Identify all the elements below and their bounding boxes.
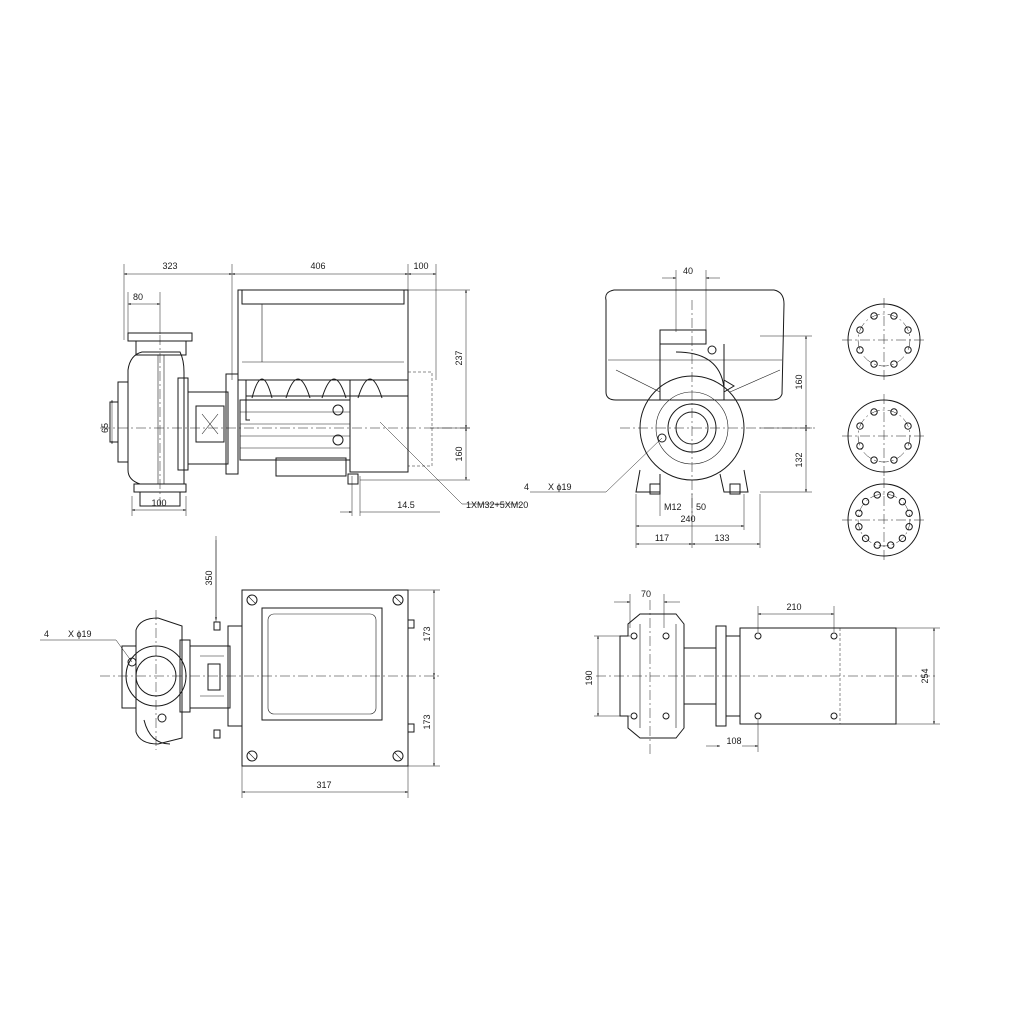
bolt-hole xyxy=(890,312,898,320)
bolt-hole xyxy=(905,509,913,517)
bolt-hole xyxy=(856,326,864,334)
bolt-hole xyxy=(870,456,878,464)
bolt-hole xyxy=(887,541,895,549)
dim-70: 70 xyxy=(641,589,651,599)
dim-133: 133 xyxy=(714,533,729,543)
flange-2-holes xyxy=(856,408,912,464)
hole-count-top: 4 xyxy=(44,629,49,639)
dim-240: 240 xyxy=(680,514,695,524)
dim-40: 40 xyxy=(683,266,693,276)
dim-m12: M12 xyxy=(664,502,682,512)
bolt-hole xyxy=(890,456,898,464)
bolt-hole xyxy=(890,360,898,368)
flange-1-holes xyxy=(856,312,912,368)
dim-50: 50 xyxy=(696,502,706,512)
base-plan-view: 70 210 190 254 108 xyxy=(584,589,940,756)
bolt-hole xyxy=(905,523,913,531)
flange-3-holes xyxy=(855,491,913,549)
hole-spec-front: X ϕ19 xyxy=(548,482,572,492)
dim-406: 406 xyxy=(310,261,325,271)
label-cable-glands: 1XM32+5XM20 xyxy=(466,500,528,510)
bolt-hole xyxy=(870,312,878,320)
dim-350: 350 xyxy=(204,570,214,585)
bolt-hole xyxy=(887,491,895,499)
dim-317: 317 xyxy=(316,780,331,790)
dim-173-upper: 173 xyxy=(422,626,432,641)
bolt-hole xyxy=(904,346,912,354)
bolt-hole xyxy=(898,497,907,506)
dim-210: 210 xyxy=(786,602,801,612)
dim-323: 323 xyxy=(162,261,177,271)
bolt-hole xyxy=(898,534,907,543)
dim-117: 117 xyxy=(655,533,669,543)
bolt-hole xyxy=(856,442,864,450)
dim-190: 190 xyxy=(584,670,594,685)
bolt-hole xyxy=(855,509,863,517)
side-view: 323 406 100 80 65 100 237 160 14.5 1XM32… xyxy=(100,261,528,516)
flange-patterns xyxy=(842,298,926,562)
hole-count-front: 4 xyxy=(524,482,529,492)
bolt-hole xyxy=(856,422,864,430)
dim-132: 132 xyxy=(794,452,804,467)
dim-80: 80 xyxy=(133,292,143,302)
dim-14-5: 14.5 xyxy=(397,500,415,510)
bolt-hole xyxy=(904,326,912,334)
hole-spec-top: X ϕ19 xyxy=(68,629,92,639)
top-view: 350 4 X ϕ19 173 173 317 xyxy=(40,536,440,798)
front-view: 40 160 132 4 X ϕ19 M12 50 240 117 133 xyxy=(524,266,816,548)
dim-108: 108 xyxy=(726,736,741,746)
bolt-hole xyxy=(904,442,912,450)
dim-160-side: 160 xyxy=(454,446,464,461)
dim-100-base: 100 xyxy=(151,498,166,508)
bolt-hole xyxy=(870,360,878,368)
dim-100-top: 100 xyxy=(413,261,428,271)
dim-65: 65 xyxy=(100,423,110,433)
bolt-hole xyxy=(870,408,878,416)
bolt-hole xyxy=(855,523,863,531)
bolt-hole xyxy=(904,422,912,430)
bolt-hole xyxy=(873,541,881,549)
bolt-hole xyxy=(890,408,898,416)
bolt-hole xyxy=(861,534,870,543)
bolt-hole xyxy=(856,346,864,354)
dim-160-front: 160 xyxy=(794,374,804,389)
dim-254: 254 xyxy=(920,668,930,683)
dim-173-lower: 173 xyxy=(422,714,432,729)
bolt-hole xyxy=(873,491,881,499)
dim-237: 237 xyxy=(454,350,464,365)
bolt-hole xyxy=(861,497,870,506)
